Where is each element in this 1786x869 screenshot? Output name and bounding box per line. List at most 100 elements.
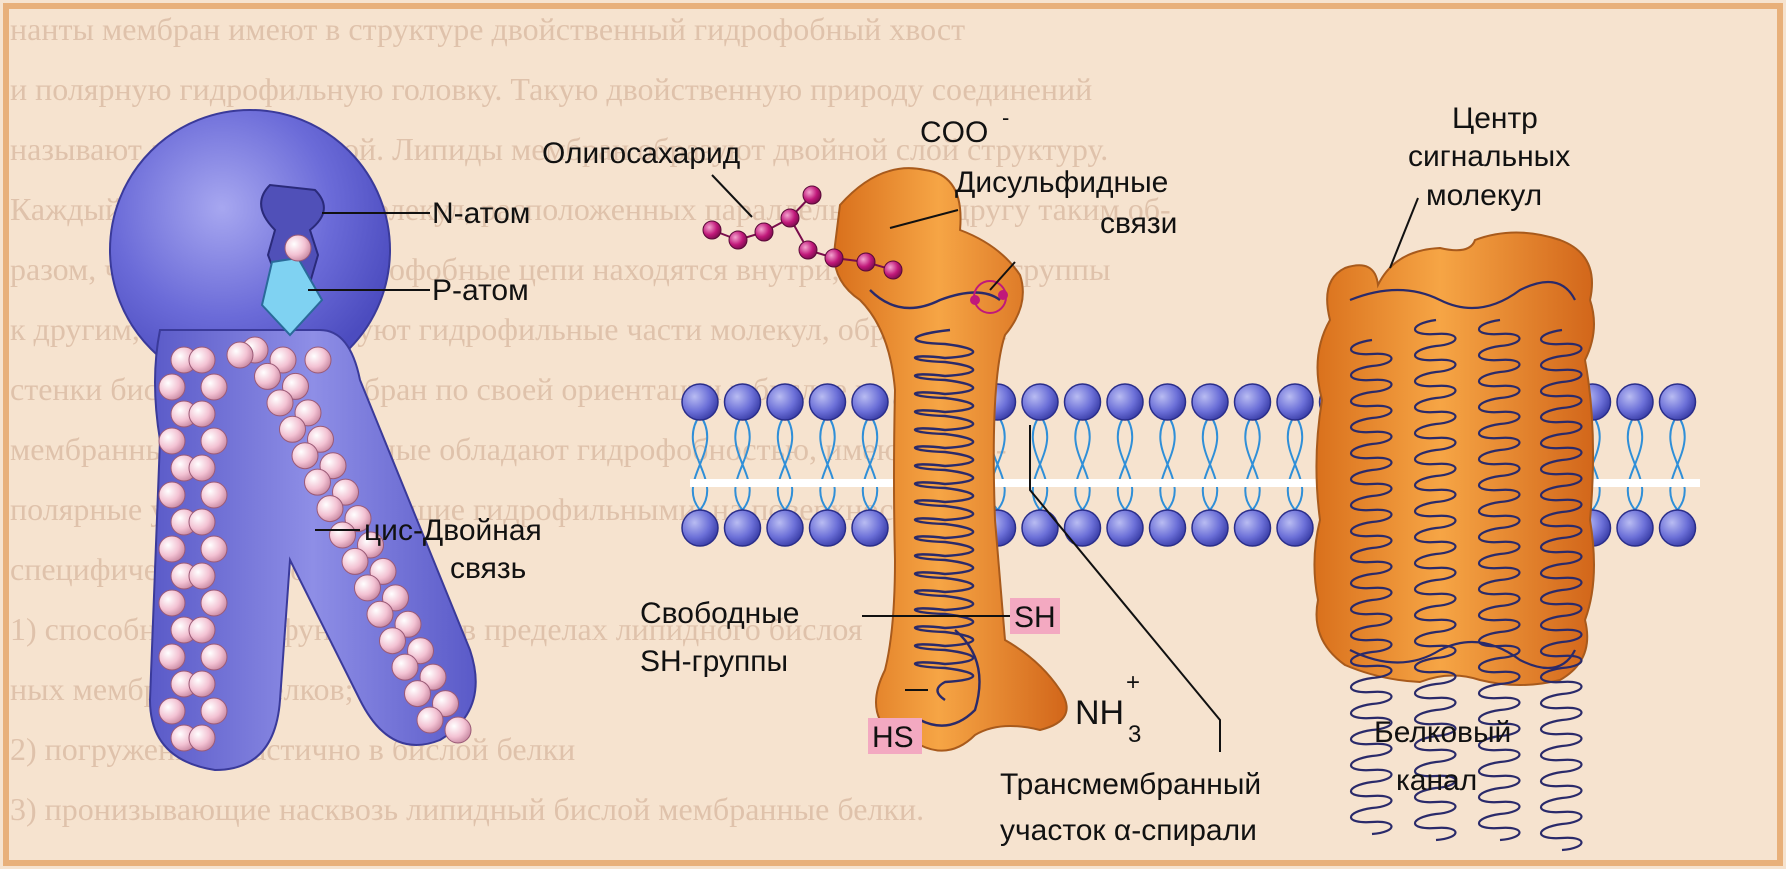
background-text-line: нанты мембран имеют в структуре двойстве… [10, 11, 965, 47]
free-sh-label-line2: SH-группы [640, 645, 788, 678]
tail-bead [330, 522, 356, 548]
lipid-tail [1118, 415, 1132, 510]
tail-bead [355, 575, 381, 601]
transmembrane-label-line1: Трансмембранный [1000, 768, 1261, 801]
sugar-unit [803, 186, 821, 204]
tail-bead [159, 482, 185, 508]
head-bead [285, 235, 311, 261]
lipid-head-bottom [1235, 510, 1271, 546]
center-label-line1: Центр [1452, 102, 1538, 135]
lipid-head-top [767, 384, 803, 420]
lipid-head-top [1235, 384, 1271, 420]
tail-bead [189, 509, 215, 535]
lipid-head-bottom [1617, 510, 1653, 546]
lipid-tail [1245, 415, 1259, 510]
tail-bead [255, 363, 281, 389]
sugar-unit [729, 231, 747, 249]
tail-bead [159, 536, 185, 562]
head-bead [227, 342, 253, 368]
lipid-head-top [1107, 384, 1143, 420]
sugar-unit [703, 221, 721, 239]
tail-bead [280, 416, 306, 442]
tail-bead [201, 644, 227, 670]
tail-bead [159, 698, 185, 724]
lipid-head-bottom [852, 510, 888, 546]
lipid-tail [1670, 415, 1684, 510]
background-text-line: 2) погруженные частично в бислой белки [10, 731, 575, 767]
tail-bead [189, 617, 215, 643]
sugar-unit [857, 253, 875, 271]
lipid-head-bottom [1150, 510, 1186, 546]
lipid-head-top [1022, 384, 1058, 420]
channel-label-line2: канал [1396, 764, 1477, 797]
tail-bead [267, 390, 293, 416]
tail-bead [159, 374, 185, 400]
nh3-subscript: 3 [1128, 721, 1141, 748]
lipid-head-bottom [810, 510, 846, 546]
tail-bead [189, 347, 215, 373]
tail-bead [189, 725, 215, 751]
lipid-head-top [1065, 384, 1101, 420]
tail-bead [292, 443, 318, 469]
head-bead [305, 347, 331, 373]
tail-bead [201, 374, 227, 400]
lipid-head-top [852, 384, 888, 420]
coo-label: COO [920, 116, 988, 149]
lipid-tail [1288, 415, 1302, 510]
lipid-tail [1160, 415, 1174, 510]
tail-bead [201, 428, 227, 454]
tail-bead [367, 601, 393, 627]
lipid-head-bottom [767, 510, 803, 546]
tail-bead [342, 548, 368, 574]
nh3-label: NH [1075, 694, 1124, 732]
free-sh-label-line1: Свободные [640, 597, 799, 630]
p-atom-label: Р-атом [432, 274, 529, 307]
lipid-head-top [1617, 384, 1653, 420]
disulfide-label-line1: Дисульфидные [955, 166, 1168, 199]
tail-bead [201, 698, 227, 724]
sugar-unit [884, 261, 902, 279]
tail-bead [405, 681, 431, 707]
protein-channel [1314, 233, 1594, 851]
sugar-unit [781, 209, 799, 227]
tail-bead [305, 469, 331, 495]
cis-bond-label-line1: цис-Двойная [364, 514, 542, 547]
tail-bead [189, 455, 215, 481]
sugar-unit [755, 223, 773, 241]
lipid-head-bottom [682, 510, 718, 546]
lipid-head-bottom [1022, 510, 1058, 546]
sugar-unit [799, 241, 817, 259]
center-label-line2: сигнальных [1408, 140, 1570, 173]
background-text-line: и полярную гидрофильную головку. Такую д… [10, 71, 1092, 107]
tail-bead [159, 590, 185, 616]
center-label-line3: молекул [1426, 179, 1542, 212]
tail-bead [380, 628, 406, 654]
tail-bead [201, 482, 227, 508]
lipid-head-top [810, 384, 846, 420]
lipid-head-bottom [1192, 510, 1228, 546]
lipid-head-bottom [1277, 510, 1313, 546]
lipid-head-bottom [1660, 510, 1696, 546]
disulfide-bead [998, 290, 1008, 300]
tail-bead [201, 536, 227, 562]
tail-bead [159, 428, 185, 454]
tail-bead [417, 707, 443, 733]
lipid-head-top [725, 384, 761, 420]
background-text-line: 3) пронизывающие насквозь липидный бисло… [10, 791, 924, 827]
tail-bead [317, 496, 343, 522]
disulfide-bead [970, 295, 980, 305]
tail-bead [189, 563, 215, 589]
hs-label: HS [872, 721, 914, 754]
lipid-head-top [1150, 384, 1186, 420]
disulfide-label-line2: связи [1100, 207, 1177, 240]
sh-label: SH [1014, 601, 1056, 634]
channel-label-line1: Белковый [1374, 716, 1511, 749]
tail-bead [445, 717, 471, 743]
lipid-tail [1075, 415, 1089, 510]
lipid-head-bottom [725, 510, 761, 546]
oligosaccharide-label: Олигосахарид [542, 137, 740, 170]
tail-bead [201, 590, 227, 616]
lipid-head-top [682, 384, 718, 420]
